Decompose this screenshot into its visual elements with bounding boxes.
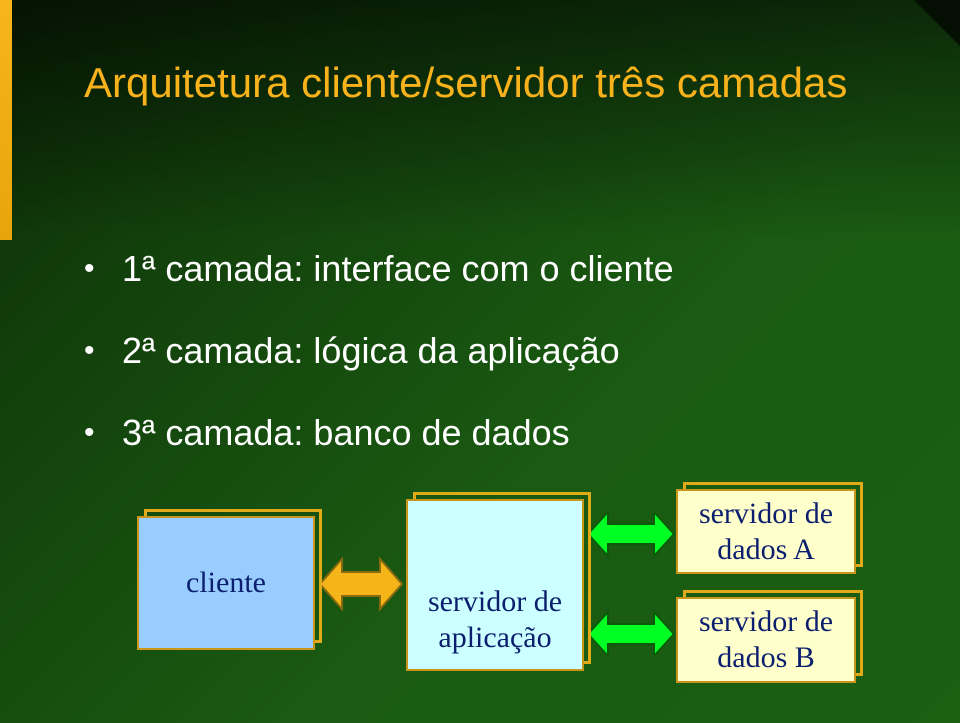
edge-app-db-a [586,509,676,559]
bullet-dot-icon: • [84,252,95,285]
bullet-dot-icon: • [84,416,95,449]
node-app-label: servidor de aplicação [428,514,562,656]
bullet-dot-icon: • [84,334,95,367]
slide-title: Arquitetura cliente/servidor três camada… [84,59,848,106]
node-db-a: servidor de dados A [676,489,856,574]
corner-shade [914,0,960,46]
node-client: cliente [137,516,315,650]
node-db-a-line2: dados A [717,532,815,566]
node-client-label: cliente [186,566,266,599]
bullet-text: 3ª camada: banco de dados [122,412,570,453]
node-app-line2: aplicação [438,621,552,654]
node-db-b: servidor de dados B [676,597,856,683]
bullet-item: • 1ª camada: interface com o cliente [84,248,674,290]
edge-app-db-b [586,609,676,659]
node-app-server: servidor de aplicação [406,499,584,671]
node-db-b-label: servidor de dados B [699,604,833,676]
bullet-list: • 1ª camada: interface com o cliente • 2ª … [84,248,674,494]
node-app-line1: servidor de [427,585,563,618]
accent-bar [0,0,12,240]
node-db-b-line1: servidor de [698,605,834,638]
edge-client-app [318,556,404,612]
node-db-a-line1: servidor de [698,496,834,530]
bullet-item: • 2ª camada: lógica da aplicação [84,330,674,372]
bullet-text: 2ª camada: lógica da aplicação [122,330,620,371]
node-db-b-line2: dados B [717,641,815,674]
bullet-item: • 3ª camada: banco de dados [84,412,674,454]
bullet-text: 1ª camada: interface com o cliente [122,248,674,289]
node-db-a-label: servidor de dados A [699,496,833,568]
